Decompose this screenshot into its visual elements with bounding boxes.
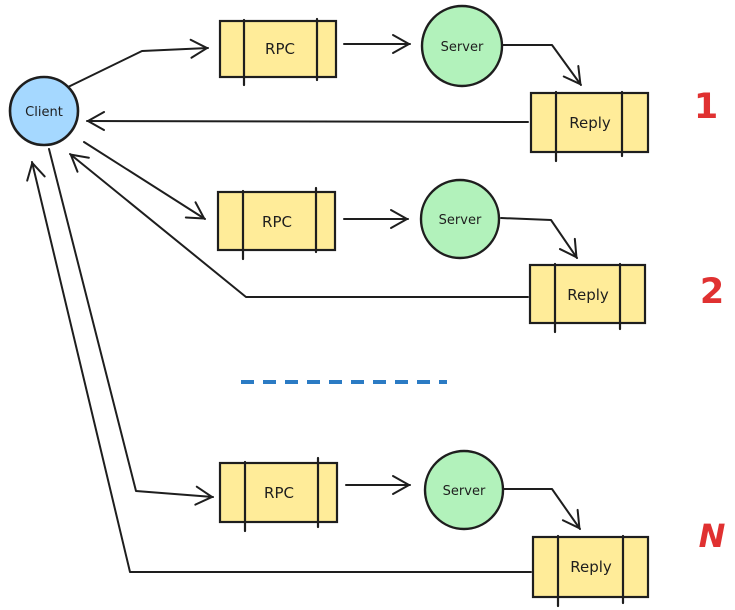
rpc-label-2: RPC [262,213,292,231]
reply-label-n: Reply [570,558,612,576]
arrow-server-to-reply-n [503,488,581,530]
arrow-reply-to-client-2 [69,153,529,298]
row-1: RPC Server Reply 1 [65,4,718,163]
server-node-2: Server [419,178,501,260]
server-node-n: Server [423,449,505,531]
reply-node-1: Reply [529,90,650,163]
row-number-1: 1 [694,87,718,127]
arrow-reply-to-client-1 [86,111,529,132]
server-label-2: Server [439,213,482,228]
arrow-client-to-rpc-1 [65,38,209,89]
rpc-label-1: RPC [265,40,295,58]
row-number-2: 2 [700,272,724,312]
row-2: RPC Server Reply 2 [69,141,724,334]
reply-node-n: Reply [531,534,650,608]
reply-node-2: Reply [528,262,647,334]
row-number-n: N [699,517,726,555]
reply-label-1: Reply [569,114,611,132]
rpc-label-n: RPC [264,484,294,502]
row-n: RPC Server Reply N [26,148,726,608]
arrow-reply-to-client-n [26,161,532,573]
reply-label-2: Reply [567,286,609,304]
client-node: Client [8,75,80,147]
rpc-node-2: RPC [216,186,337,261]
arrow-server-to-reply-2 [500,217,578,259]
client-label: Client [25,105,63,120]
arrow-client-to-rpc-n [48,148,214,506]
rpc-node-n: RPC [218,456,339,533]
server-label-n: Server [443,484,486,499]
server-label-1: Server [441,40,484,55]
server-node-1: Server [420,4,504,88]
arrow-server-to-reply-1 [501,44,582,86]
arrow-client-to-rpc-2 [83,141,206,220]
rpc-node-1: RPC [218,17,338,87]
